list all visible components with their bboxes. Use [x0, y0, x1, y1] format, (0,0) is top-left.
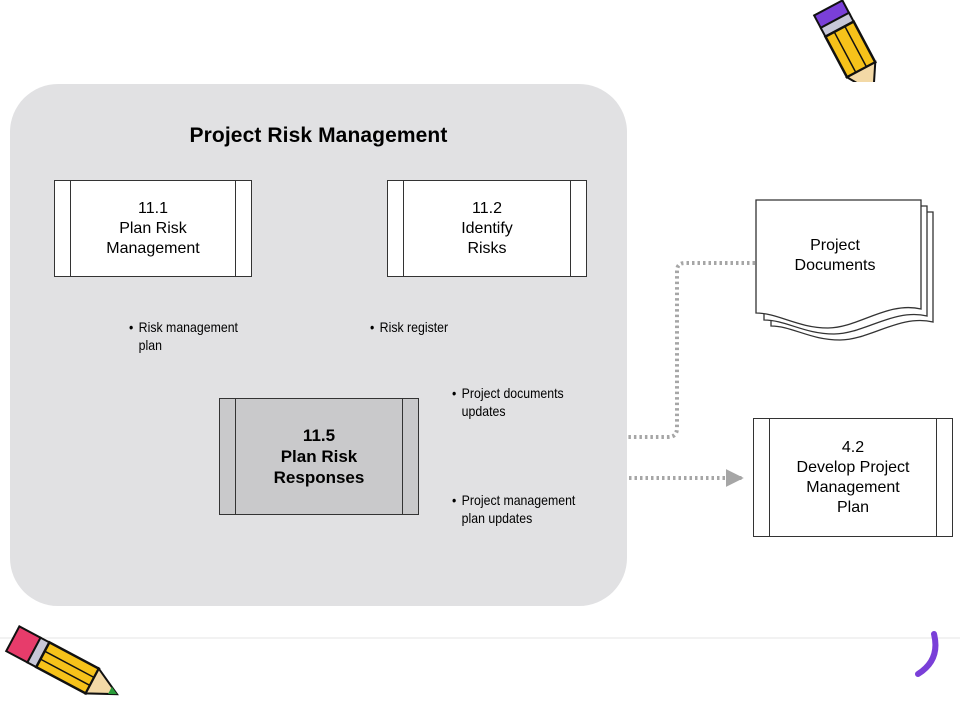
flow-arrow-risk-register: [341, 228, 387, 396]
document-stack-shape: [755, 199, 934, 341]
flow-arrow-project-documents-updates: [426, 261, 755, 446]
flow-arrow-risk-management-plan: [252, 228, 293, 396]
purple-curve-icon: [915, 631, 939, 677]
pencil-clipart-icon: [4, 625, 119, 696]
